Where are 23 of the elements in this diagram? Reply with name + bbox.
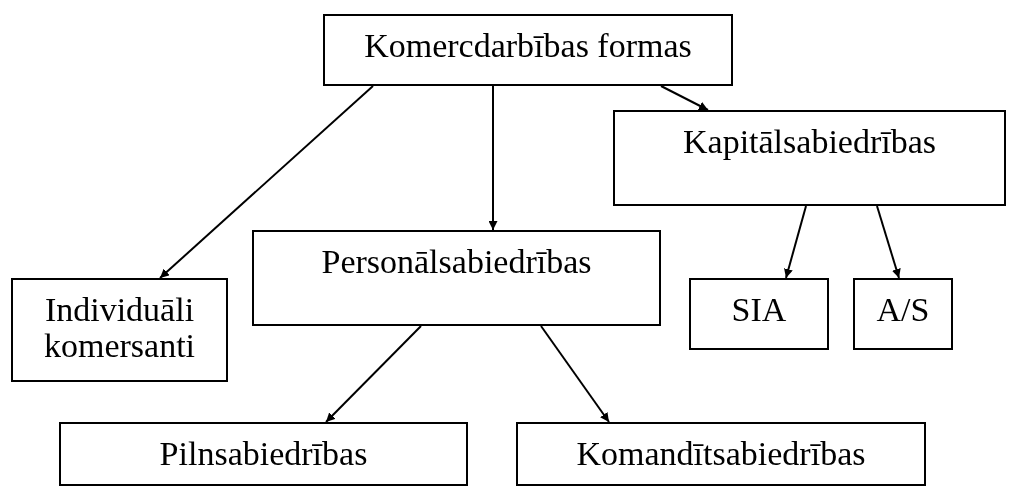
- category-box: [613, 110, 1006, 206]
- box-label: Personālsabiedrības: [321, 244, 592, 280]
- category-box: [689, 278, 829, 350]
- arrow: [159, 85, 374, 279]
- box-label: A/S: [876, 292, 930, 328]
- arrow: [660, 85, 709, 111]
- arrow: [325, 325, 422, 423]
- arrow: [540, 325, 610, 423]
- arrow: [876, 205, 901, 279]
- category-box: [252, 230, 661, 326]
- category-box: [853, 278, 953, 350]
- category-box: [516, 422, 926, 486]
- category-box: [11, 278, 228, 382]
- arrow: [784, 205, 807, 279]
- category-box: [59, 422, 468, 486]
- box-label: Komercdarbības formas: [364, 28, 692, 64]
- box-label: SIA: [731, 292, 787, 328]
- box-label: Komandītsabiedrības: [576, 436, 866, 472]
- arrow: [488, 85, 498, 231]
- category-box: [323, 14, 733, 86]
- box-label: Individuāli komersanti: [42, 292, 197, 364]
- box-label: Pilnsabiedrības: [159, 436, 368, 472]
- box-label: Kapitālsabiedrības: [683, 124, 936, 160]
